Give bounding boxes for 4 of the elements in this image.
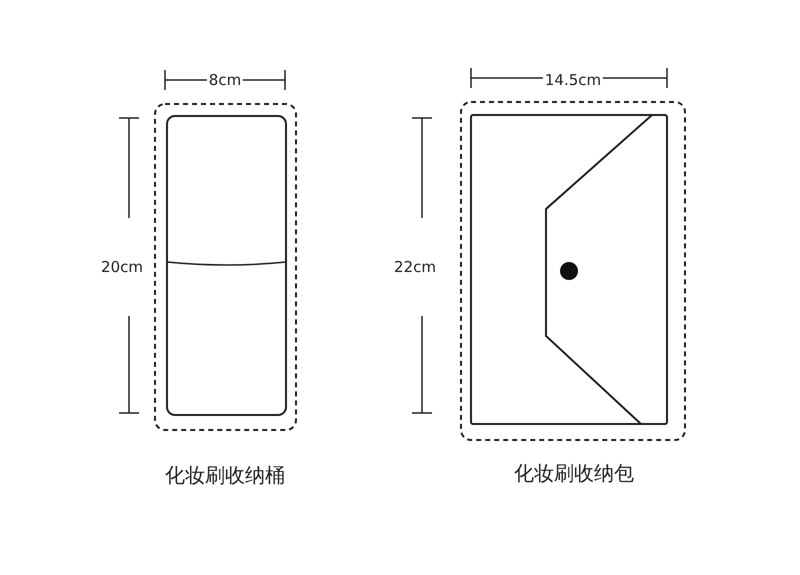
dimension-label: 22cm [392, 218, 438, 316]
product-caption: 化妆刷收纳包 [513, 460, 635, 487]
product-caption: 化妆刷收纳桶 [164, 462, 286, 489]
dimension-label: 20cm [99, 218, 145, 316]
